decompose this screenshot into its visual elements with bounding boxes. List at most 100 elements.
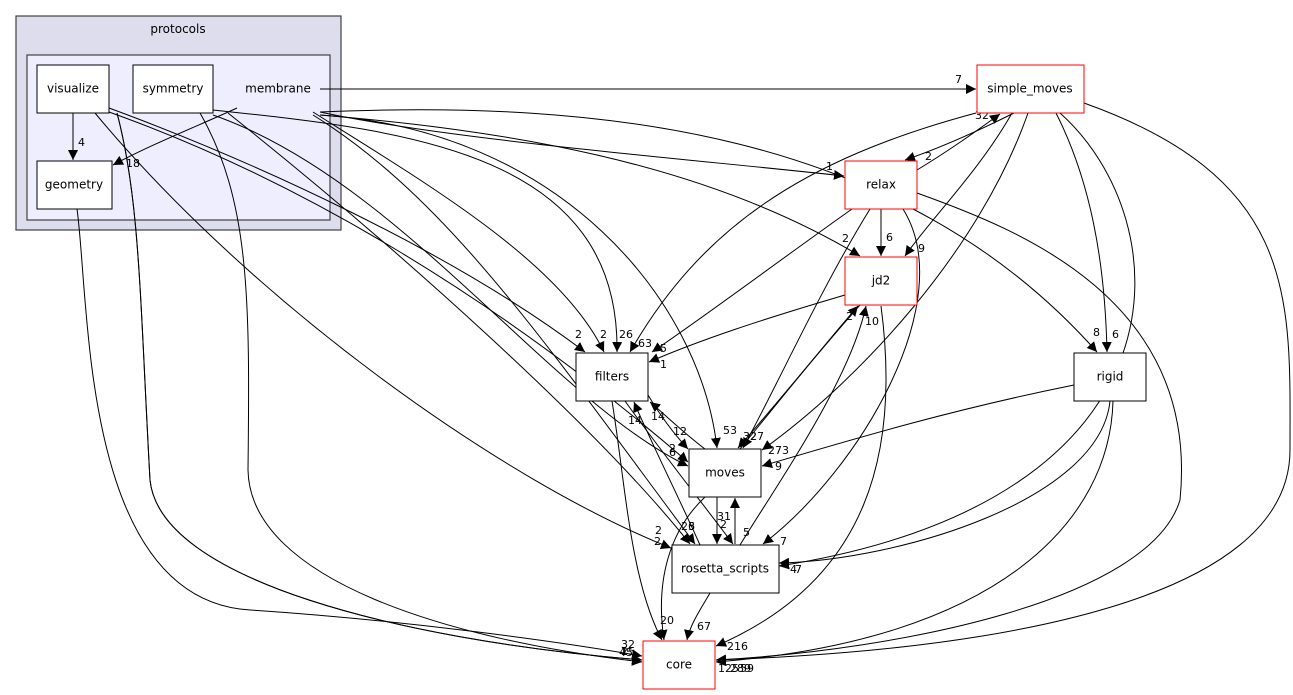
edge-label[interactable]: 45 (619, 646, 633, 659)
edge-label[interactable]: 2 (655, 524, 662, 537)
edge-filters-to-moves[interactable] (647, 394, 689, 450)
edge-label[interactable]: 14 (628, 414, 642, 427)
edge-label[interactable]: 4 (78, 136, 85, 149)
edge-label[interactable]: 32 (621, 638, 635, 651)
node-rosetta-scripts[interactable]: rosetta_scripts (671, 544, 780, 594)
edge-symmetry-to-rosetta-scripts[interactable] (227, 112, 691, 545)
node-rigid[interactable]: rigid (1073, 352, 1147, 402)
edge-label[interactable]: 216 (727, 640, 748, 653)
edge-simple-moves-to-moves[interactable] (761, 112, 1029, 451)
edge-simple-moves-to-rosetta-scripts[interactable] (778, 112, 1136, 570)
edge-relax-to-rosetta-scripts[interactable] (762, 208, 921, 545)
node-filters[interactable]: filters (575, 352, 649, 402)
edge-label[interactable]: 15 (621, 645, 635, 658)
edge-visualize-to-core[interactable] (116, 112, 643, 665)
edge-visualize-to-filters[interactable] (108, 107, 586, 353)
edge-rigid-to-core[interactable] (715, 400, 1114, 667)
edge-membrane-to-jd2[interactable] (319, 114, 861, 257)
edge-label[interactable]: 8 (1093, 326, 1100, 339)
edge-label[interactable]: 2 (575, 328, 582, 341)
edge-label[interactable]: 273 (768, 444, 789, 457)
edge-label[interactable]: 7 (955, 73, 962, 86)
node-moves[interactable]: moves (688, 448, 762, 498)
edge-moves-to-jd2[interactable] (739, 305, 859, 450)
edge-membrane-to-filters[interactable] (312, 111, 605, 353)
edge-label[interactable]: 63 (638, 337, 652, 350)
edge-filters-to-core[interactable] (611, 400, 663, 641)
edge-label[interactable]: 1 (660, 358, 667, 371)
edge-moves-to-filters[interactable] (649, 401, 706, 450)
membrane-label[interactable]: membrane (245, 82, 311, 96)
edge-filters-to-rosetta-scripts[interactable] (624, 400, 734, 545)
node-core[interactable]: core (642, 640, 716, 690)
edge-label[interactable]: 4 (790, 563, 797, 576)
edge-label[interactable]: 59 (740, 662, 754, 675)
edge-label[interactable]: 12 (673, 425, 687, 438)
edge-simple-moves-to-core[interactable] (715, 102, 1291, 665)
edge-label[interactable]: 26 (619, 328, 633, 341)
edge-label[interactable]: 9 (918, 242, 925, 255)
edge-label[interactable]: 289 (730, 662, 751, 675)
edge-visualize-to-rosetta-scripts[interactable] (94, 112, 672, 549)
edge-label[interactable]: 9 (775, 460, 782, 473)
node-symmetry[interactable]: symmetry (132, 64, 214, 114)
edge-symmetry-to-core[interactable] (199, 112, 643, 666)
edge-label[interactable]: 2 (669, 442, 676, 455)
edge-label[interactable]: 31 (717, 510, 731, 523)
edge-label[interactable]: 2 (720, 518, 727, 531)
edge-relax-to-core[interactable] (715, 192, 1182, 665)
edge-label[interactable]: 67 (697, 620, 711, 633)
edge-relax-to-moves[interactable] (742, 208, 871, 449)
edge-label[interactable]: 2 (654, 535, 661, 548)
edge-label[interactable]: 125 (718, 662, 739, 675)
edge-membrane-to-rigid[interactable] (319, 109, 1098, 353)
edge-relax-to-filters[interactable] (651, 208, 853, 353)
edge-label[interactable]: 7 (780, 535, 787, 548)
edge-label[interactable]: 2 (621, 645, 628, 658)
node-relax[interactable]: relax (844, 160, 918, 210)
edge-label[interactable]: 7 (795, 563, 802, 576)
edge-label[interactable]: 3 (688, 520, 695, 533)
node-jd2[interactable]: jd2 (844, 256, 918, 306)
edge-label[interactable]: 32 (743, 430, 757, 443)
edge-label[interactable]: 27 (750, 430, 764, 443)
edge-label[interactable]: 18 (126, 157, 140, 170)
edge-label[interactable]: 26 (681, 520, 695, 533)
node-geometry[interactable]: geometry (36, 160, 113, 210)
edge-symmetry-to-moves[interactable] (212, 114, 689, 467)
edge-moves-to-core[interactable] (657, 496, 706, 641)
edge-symmetry-to-filters[interactable] (212, 109, 623, 353)
edge-simple-moves-to-relax[interactable] (904, 112, 1015, 162)
edge-membrane-to-relax[interactable] (319, 111, 845, 180)
edge-label[interactable]: 2 (846, 310, 853, 323)
edge-label[interactable]: 2 (925, 150, 932, 163)
edge-jd2-to-filters[interactable] (648, 294, 846, 363)
edge-rigid-to-rosetta-scripts[interactable] (778, 400, 1111, 568)
edge-membrane-to-geometry[interactable] (112, 107, 238, 166)
edge-label[interactable]: 2 (842, 232, 849, 245)
edge-rosetta-scripts-to-jd2[interactable] (739, 305, 869, 546)
edge-label[interactable]: 53 (723, 424, 737, 437)
edge-label[interactable]: 5 (743, 526, 750, 539)
edge-membrane-to-moves[interactable] (319, 114, 721, 449)
edge-membrane-to-rosetta-scripts[interactable] (312, 114, 696, 545)
edge-simple-moves-to-filters[interactable] (629, 112, 977, 353)
edge-rosetta-scripts-to-filters[interactable] (633, 401, 701, 546)
node-visualize[interactable]: visualize (36, 64, 110, 114)
edge-label[interactable]: 20 (660, 614, 674, 627)
edge-simple-moves-to-jd2[interactable] (904, 112, 1013, 257)
edge-rosetta-scripts-to-core[interactable] (684, 592, 711, 641)
edge-label[interactable]: 5 (660, 342, 667, 355)
edge-label[interactable]: 1 (826, 160, 833, 173)
node-simple-moves[interactable]: simple_moves (976, 64, 1085, 114)
edge-relax-to-simple-moves[interactable] (916, 113, 1001, 171)
edge-label[interactable]: 6 (1112, 328, 1119, 341)
edge-label[interactable]: 6 (886, 231, 893, 244)
edge-label[interactable]: 2 (600, 328, 607, 341)
edge-label[interactable]: 6 (669, 446, 676, 459)
edge-label[interactable]: 10 (865, 315, 879, 328)
edge-jd2-to-core[interactable] (715, 305, 887, 647)
edge-simple-moves-to-rigid[interactable] (1055, 112, 1112, 353)
edge-rigid-to-moves[interactable] (761, 384, 1075, 468)
edge-geometry-to-core[interactable] (76, 208, 643, 660)
